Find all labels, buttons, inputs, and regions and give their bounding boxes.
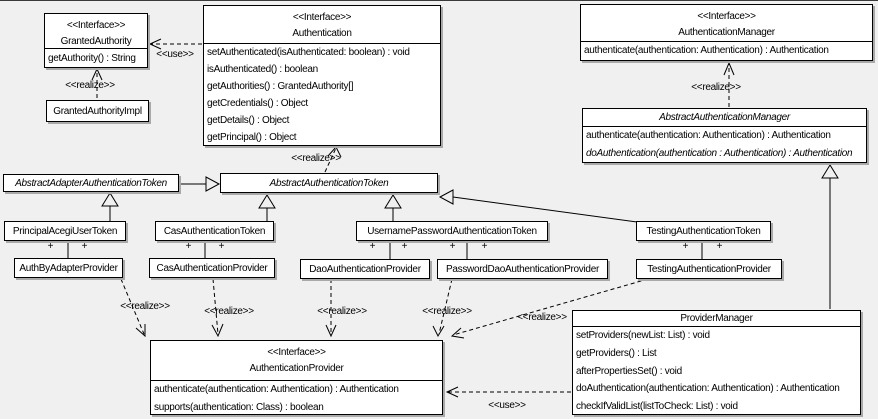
gen-edge-castoken-abstracttoken bbox=[258, 194, 276, 221]
gen-edge-testingtoken-abstracttoken bbox=[438, 189, 638, 223]
class-name: PasswordDaoAuthenticationProvider bbox=[446, 263, 599, 275]
method-label: authenticate(authentication: Authenticat… bbox=[154, 384, 399, 395]
method-label: getAuthorities() : GrantedAuthority[] bbox=[207, 81, 354, 92]
realize-label: <<realize>> bbox=[120, 301, 170, 312]
gen-edge-principal-abstractadapter bbox=[101, 192, 119, 221]
class-granted-authority-impl[interactable]: GrantedAuthorityImpl bbox=[46, 100, 149, 122]
use-edge-authentication-grantedauthority bbox=[148, 38, 202, 50]
assoc-plus: + bbox=[369, 241, 376, 252]
class-cas-authentication-token[interactable]: CasAuthenticationToken bbox=[155, 221, 274, 241]
class-name: AuthenticationProvider bbox=[249, 363, 344, 374]
realize-edge-authbyadapterprovider bbox=[120, 278, 146, 338]
class-name: TestingAuthenticationProvider bbox=[647, 263, 771, 275]
method-label: setProviders(newList: List) : void bbox=[576, 330, 710, 341]
gen-edge-uptoken-abstracttoken bbox=[384, 194, 402, 221]
class-name: DaoAuthenticationProvider bbox=[309, 263, 421, 275]
class-abstract-authentication-token[interactable]: AbstractAuthenticationToken bbox=[220, 173, 438, 193]
class-name: AbstractAuthenticationToken bbox=[269, 177, 389, 189]
class-name: GrantedAuthority bbox=[60, 36, 132, 47]
method-label: isAuthenticated() : boolean bbox=[207, 64, 318, 75]
method-label: supports(authentication: Class) : boolea… bbox=[154, 401, 324, 413]
realize-label: <<realize>> bbox=[691, 82, 741, 93]
class-authentication-manager[interactable]: <<Interface>> AuthenticationManager auth… bbox=[580, 4, 873, 61]
realize-label: <<realize>> bbox=[422, 306, 472, 317]
class-name: TestingAuthenticationToken bbox=[646, 225, 761, 237]
realize-label: <<realize>> bbox=[317, 306, 367, 317]
class-name: GrantedAuthorityImpl bbox=[53, 105, 142, 117]
method-label: doAuthentication(authentication : Authen… bbox=[586, 148, 853, 159]
class-name: ProviderManager bbox=[680, 313, 753, 324]
class-abstract-authentication-manager[interactable]: AbstractAuthenticationManager authentica… bbox=[582, 108, 867, 163]
stereotype-label: <<Interface>> bbox=[267, 347, 326, 358]
method-label: getProviders() : List bbox=[576, 347, 657, 359]
realize-edge-abstractauthenticationmanager bbox=[723, 61, 735, 107]
realize-edge-passworddaoprovider bbox=[432, 278, 453, 338]
method-label: getPrincipal() : Object bbox=[207, 132, 297, 143]
method-label: checkIfValidList(listToCheck: List) : vo… bbox=[576, 401, 738, 413]
class-password-dao-authentication-provider[interactable]: PasswordDaoAuthenticationProvider bbox=[437, 259, 608, 279]
realize-label: <<realize>> bbox=[291, 153, 341, 164]
class-name: CasAuthenticationToken bbox=[163, 225, 266, 237]
stereotype-label: <<Interface>> bbox=[66, 20, 126, 31]
method-label: afterPropertiesSet() : void bbox=[576, 365, 682, 377]
class-testing-authentication-token[interactable]: TestingAuthenticationToken bbox=[636, 221, 771, 241]
class-abstract-adapter-authentication-token[interactable]: AbstractAdapterAuthenticationToken bbox=[3, 174, 179, 192]
class-dao-authentication-provider[interactable]: DaoAuthenticationProvider bbox=[300, 259, 430, 279]
class-principal-acegi-user-token[interactable]: PrincipalAcegiUserToken bbox=[4, 221, 126, 241]
use-label: <<use>> bbox=[156, 49, 194, 60]
stereotype-label: <<Interface>> bbox=[697, 11, 756, 22]
realize-label: <<realize>> bbox=[204, 306, 254, 317]
assoc-plus: + bbox=[401, 241, 408, 252]
realize-edge-casauthenticationprovider bbox=[211, 278, 224, 338]
class-testing-authentication-provider[interactable]: TestingAuthenticationProvider bbox=[636, 259, 782, 279]
class-granted-authority[interactable]: <<Interface>> GrantedAuthority getAuthor… bbox=[44, 13, 148, 68]
assoc-plus: + bbox=[682, 241, 689, 252]
realize-edge-grantedauthorityimpl bbox=[91, 67, 103, 98]
class-auth-by-adapter-provider[interactable]: AuthByAdapterProvider bbox=[14, 258, 123, 278]
realize-label: <<realize>> bbox=[517, 312, 567, 323]
class-name: AuthByAdapterProvider bbox=[19, 262, 118, 274]
stereotype-label: <<Interface>> bbox=[292, 12, 352, 23]
class-username-password-authentication-token[interactable]: UsernamePasswordAuthenticationToken bbox=[356, 221, 548, 241]
gen-edge-abstractadapter-abstracttoken bbox=[180, 176, 221, 192]
method-label: doAuthentication(authentication: Authent… bbox=[576, 383, 840, 395]
class-name: AbstractAdapterAuthenticationToken bbox=[15, 177, 167, 189]
realize-edge-daoauthenticationprovider bbox=[325, 279, 337, 338]
assoc-plus: + bbox=[218, 241, 225, 252]
canvas-top-border bbox=[0, 0, 878, 1]
assoc-plus: + bbox=[449, 241, 456, 252]
method-label: getAuthority() : String bbox=[48, 53, 136, 64]
method-label: setAuthenticated(isAuthenticated: boolea… bbox=[207, 47, 410, 58]
method-label: getDetails() : Object bbox=[207, 115, 290, 126]
realize-edge-abstractauthenticationtoken bbox=[324, 146, 342, 173]
realize-label: <<realize>> bbox=[65, 80, 115, 91]
use-edge-providermanager-authenticationprovider bbox=[445, 386, 571, 398]
class-name: UsernamePasswordAuthenticationToken bbox=[367, 225, 537, 237]
class-authentication[interactable]: <<Interface>> Authentication setAuthenti… bbox=[203, 5, 441, 146]
class-name: AuthenticationManager bbox=[678, 27, 775, 38]
class-name: PrincipalAcegiUserToken bbox=[12, 225, 118, 237]
assoc-plus: + bbox=[481, 241, 488, 252]
realize-edge-testingprovider bbox=[450, 278, 649, 339]
assoc-plus: + bbox=[185, 241, 192, 252]
class-authentication-provider[interactable]: <<Interface>> AuthenticationProvider aut… bbox=[150, 340, 443, 415]
assoc-plus: + bbox=[47, 241, 54, 252]
method-label: authenticate(authentication: Authenticat… bbox=[586, 130, 831, 141]
gen-edge-providermanager-abstractmanager bbox=[821, 164, 839, 309]
class-cas-authentication-provider[interactable]: CasAuthenticationProvider bbox=[149, 258, 275, 278]
class-provider-manager[interactable]: ProviderManager setProviders(newList: Li… bbox=[572, 310, 861, 415]
use-label: <<use>> bbox=[488, 400, 526, 411]
assoc-plus: + bbox=[81, 241, 88, 252]
assoc-plus: + bbox=[716, 241, 723, 252]
class-name: AbstractAuthenticationManager bbox=[659, 112, 790, 123]
class-name: Authentication bbox=[292, 28, 352, 39]
method-label: authenticate(authentication: Authenticat… bbox=[584, 45, 829, 56]
method-label: getCredentials() : Object bbox=[207, 98, 308, 109]
class-name: CasAuthenticationProvider bbox=[156, 262, 268, 274]
